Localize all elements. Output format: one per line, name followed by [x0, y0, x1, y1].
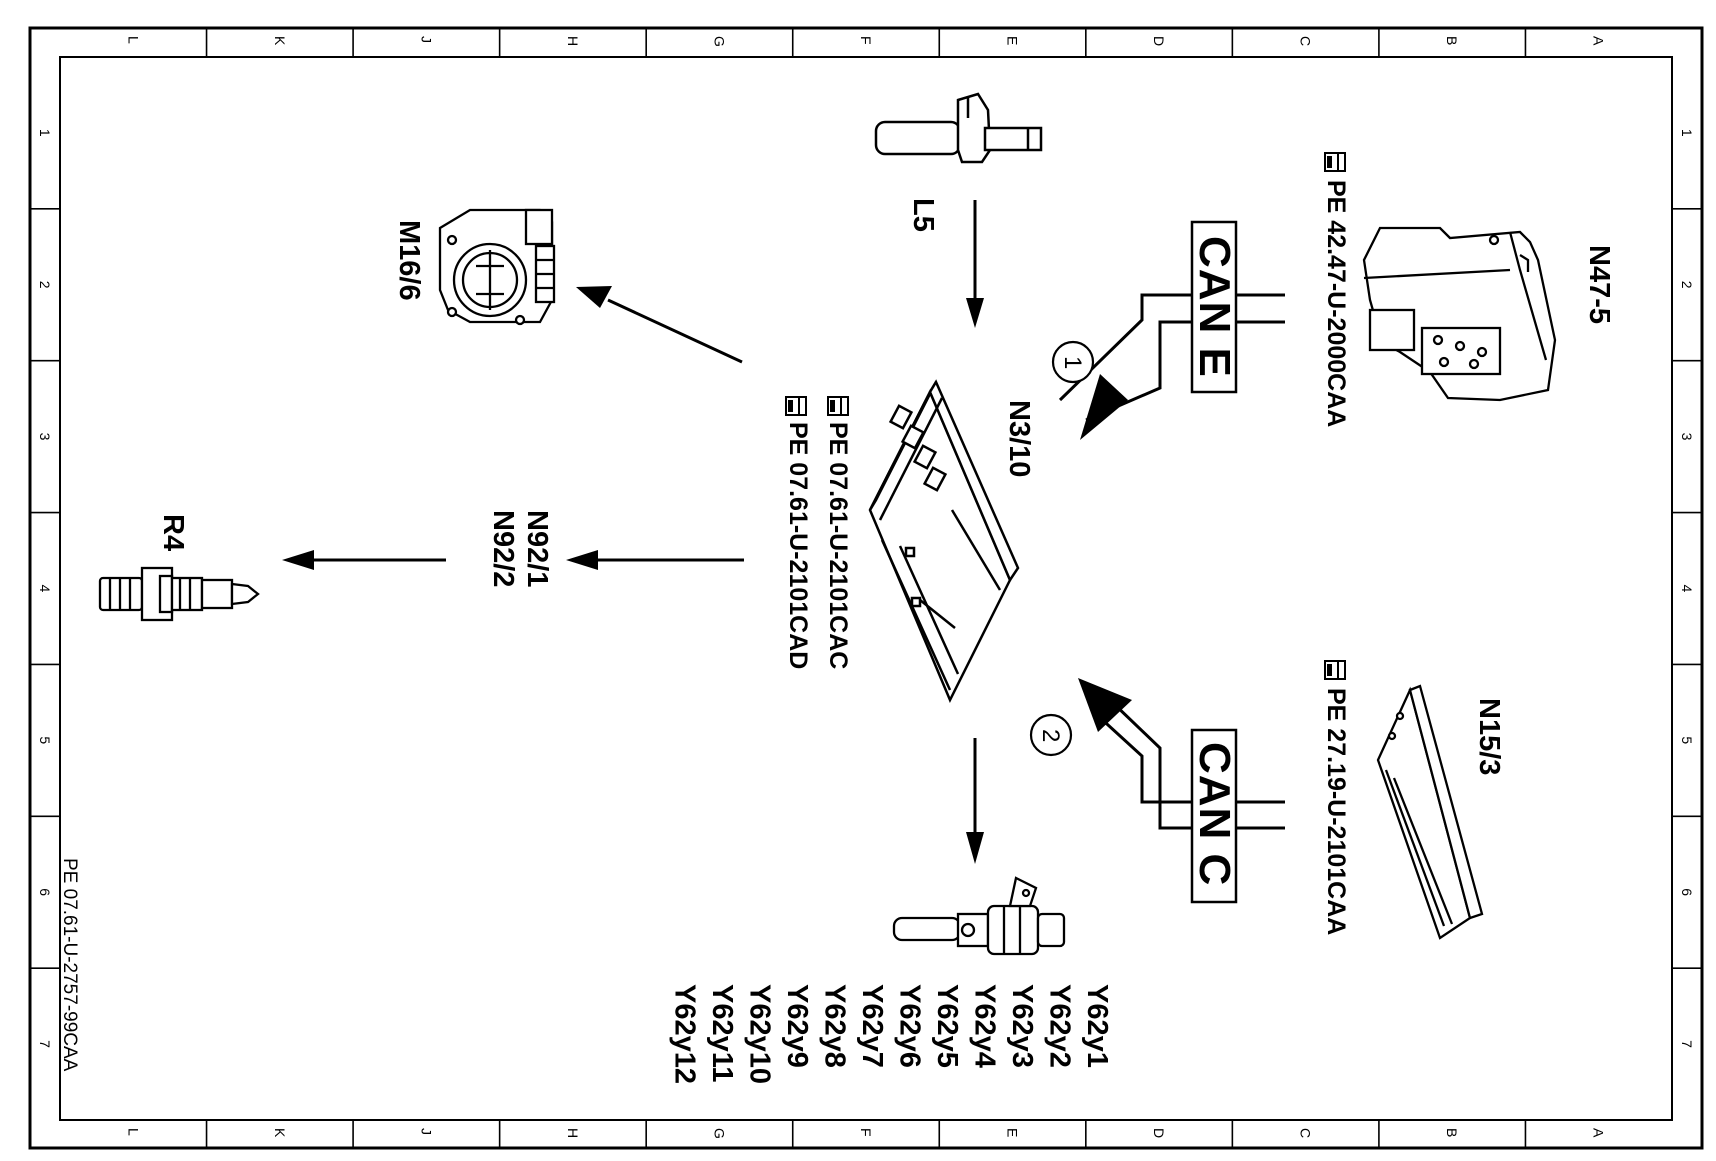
svg-text:2: 2: [1037, 729, 1064, 742]
label-n15-3: N15/3: [1473, 698, 1505, 775]
label-m16-6: M16/6: [393, 220, 425, 301]
reference-n15-3: PE 27.19-U-2101CAA: [1322, 688, 1350, 935]
frame-row-label: 7: [37, 1040, 53, 1048]
injector-label-list: Y62y1Y62y2Y62y3Y62y4Y62y5Y62y6Y62y7Y62y8…: [669, 984, 1114, 1084]
arrow-n3-10-to-y62: [966, 738, 984, 864]
reference-n3-10-2: PE 07.61-U-2101CAD: [784, 422, 812, 669]
pointing-hand-book-icon: [1324, 660, 1346, 680]
can-e-label-box: [1190, 220, 1238, 394]
frame-column-label: C: [1298, 1128, 1314, 1138]
frame-row-label: 3: [37, 433, 53, 441]
reference-n47-5: PE 42.47-U-2000CAA: [1322, 180, 1350, 427]
label-n3-10: N3/10: [1003, 400, 1035, 477]
frame-row-label: 6: [1679, 888, 1695, 896]
injector-label: Y62y7: [856, 984, 888, 1068]
can-e-label: CAN E: [1190, 236, 1239, 378]
arrow-n92-to-r4: [282, 550, 446, 570]
frame-column-label: B: [1444, 1128, 1460, 1137]
m16-6-throttle-body-icon: [438, 208, 556, 326]
injector-label: Y62y8: [819, 984, 851, 1068]
n15-3-transmission-unit-icon: [1376, 684, 1484, 940]
frame-column-label: K: [272, 1128, 288, 1138]
injector-label: Y62y4: [969, 984, 1001, 1068]
n47-5-esp-unit-icon: [1362, 226, 1557, 402]
can-c-arrowhead-icon: [1078, 678, 1132, 732]
can-e-arrowhead-icon: [1080, 374, 1128, 440]
label-n92-2: N92/2: [487, 510, 519, 587]
frame-column-label: C: [1298, 36, 1314, 46]
frame-row-label: 5: [1679, 736, 1695, 744]
frame-row-label: 4: [1679, 585, 1695, 593]
frame-column-label: K: [272, 36, 288, 46]
label-l5: L5: [907, 198, 939, 232]
y62-fuel-injector-icon: [892, 876, 1066, 956]
frame-column-label: A: [1591, 36, 1607, 46]
can-c-label: CAN C: [1190, 742, 1239, 886]
frame-column-label: J: [418, 36, 434, 43]
drawing-frame: L L K K J J H H G G F F E E D D C C B B A A 1 1 2 2 3 3 4 4 5 5 6 6 7 7: [28, 26, 1704, 1150]
frame-row-label: 3: [1679, 433, 1695, 441]
frame-row-label: 2: [1679, 281, 1695, 289]
pointing-hand-book-icon: [827, 396, 849, 416]
injector-label: Y62y12: [669, 984, 701, 1084]
injector-label: Y62y5: [931, 984, 963, 1068]
frame-column-label: H: [565, 36, 581, 46]
pointing-hand-book-icon: [1324, 152, 1346, 172]
injector-label: Y62y10: [744, 984, 776, 1084]
injector-label: Y62y1: [1081, 984, 1113, 1068]
injector-label: Y62y3: [1006, 984, 1038, 1068]
frame-column-label: E: [1005, 36, 1021, 45]
arrow-n3-10-to-n92: [566, 550, 744, 570]
frame-column-label: D: [1151, 1128, 1167, 1138]
frame-row-label: 1: [37, 129, 53, 137]
frame-row-label: 6: [37, 888, 53, 896]
injector-label: Y62y2: [1044, 984, 1076, 1068]
r4-spark-plug-icon: [98, 566, 260, 622]
injector-label: Y62y6: [894, 984, 926, 1068]
frame-column-label: G: [711, 1128, 727, 1139]
label-r4: R4: [157, 514, 189, 551]
frame-column-label: B: [1444, 36, 1460, 45]
callout-1: 1: [1051, 340, 1095, 384]
frame-column-label: G: [711, 36, 727, 47]
injector-label: Y62y11: [706, 984, 738, 1082]
n3-10-control-unit-icon: [868, 379, 1020, 703]
l5-sensor-icon: [874, 92, 1043, 164]
svg-text:1: 1: [1059, 356, 1086, 369]
frame-column-label: F: [858, 1128, 874, 1137]
frame-column-label: L: [125, 36, 141, 44]
frame-column-label: E: [1005, 1128, 1021, 1137]
frame-column-label: H: [565, 1128, 581, 1138]
frame-row-label: 5: [37, 736, 53, 744]
frame-row-label: 2: [37, 281, 53, 289]
frame-row-label: 1: [1679, 129, 1695, 137]
label-n92-1: N92/1: [521, 510, 553, 587]
frame-row-label: 4: [37, 585, 53, 593]
callout-2: 2: [1029, 713, 1073, 757]
label-n47-5: N47-5: [1583, 245, 1615, 324]
pointing-hand-book-icon: [785, 396, 807, 416]
frame-column-label: L: [125, 1128, 141, 1136]
reference-n3-10-1: PE 07.61-U-2101CAC: [824, 422, 852, 669]
injector-label: Y62y9: [781, 984, 813, 1068]
arrow-n3-10-to-m16-6: [576, 286, 743, 364]
frame-column-label: A: [1591, 1128, 1607, 1138]
can-c-label-box: [1190, 728, 1238, 904]
arrow-l5-to-n3-10: [966, 200, 984, 328]
frame-column-label: F: [858, 36, 874, 45]
frame-column-label: J: [418, 1128, 434, 1135]
frame-column-label: D: [1151, 36, 1167, 46]
frame-row-label: 7: [1679, 1040, 1695, 1048]
drawing-code: PE 07.61-U-2757-99CAA: [59, 858, 80, 1072]
